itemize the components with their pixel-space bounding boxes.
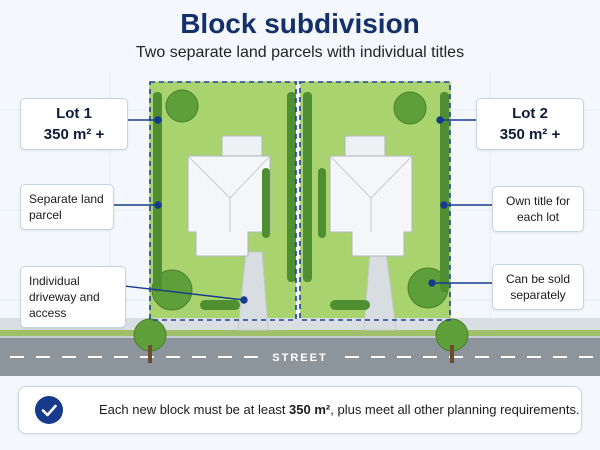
lot-2-name: Lot 2	[512, 105, 548, 122]
separate-parcel-callout: Separate land parcel	[20, 184, 114, 230]
lot-1-driveway	[237, 251, 269, 331]
lot-1-name: Lot 1	[56, 105, 92, 122]
lot-2-area: 350 m² +	[499, 126, 561, 143]
sold-separately-text: Can be sold separately	[505, 272, 571, 302]
diagram-title: Block subdivision	[180, 8, 420, 39]
hedges	[153, 92, 449, 310]
diagram-subtitle: Two separate land parcels with individua…	[135, 44, 465, 61]
driveway-text: Individual driveway and access	[29, 274, 100, 320]
sold-separately-callout: Can be sold separately	[492, 264, 584, 310]
lot-2-label: Lot 2 350 m² +	[476, 98, 584, 150]
requirement-banner: Each new block must be at least 350 m², …	[18, 386, 582, 434]
requirement-text: Each new block must be at least 350 m², …	[99, 402, 580, 417]
own-title-callout: Own title for each lot	[492, 186, 584, 232]
lot-1-label: Lot 1 350 m² +	[20, 98, 128, 150]
lot-2-house	[329, 135, 413, 257]
own-title-text: Own title for each lot	[505, 194, 571, 224]
driveway-callout: Individual driveway and access	[20, 266, 126, 328]
street-label: STREET	[272, 352, 327, 364]
lot-1-area: 350 m² +	[43, 126, 105, 143]
separate-parcel-text: Separate land parcel	[29, 192, 104, 222]
check-icon	[35, 396, 63, 424]
minimum-area: 350 m²	[289, 402, 331, 417]
callout-leaders	[112, 116, 492, 304]
lot-boundaries	[149, 81, 451, 321]
